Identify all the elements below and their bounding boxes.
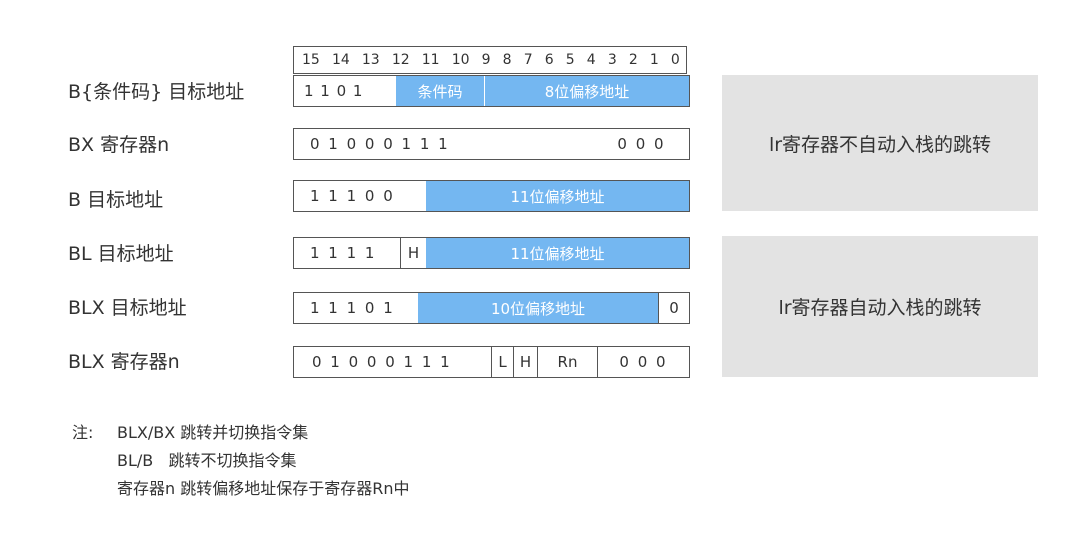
bit-number: 0 bbox=[670, 52, 680, 68]
bit-number: 9 bbox=[481, 52, 491, 68]
field-l-bit: L bbox=[491, 347, 513, 377]
encoding-bar-bx: 0 1 0 0 0 1 1 1 0 0 0 bbox=[293, 128, 690, 160]
encoding-bar-blx-register: 0 1 0 0 0 1 1 1 L H Rn 0 0 0 bbox=[293, 346, 690, 378]
bit-number-header: 15 14 13 12 11 10 9 8 7 6 5 4 3 2 1 0 bbox=[293, 46, 687, 74]
field-opcode: 1 1 1 0 0 bbox=[310, 187, 395, 205]
field-opcode: 0 1 0 0 0 1 1 1 bbox=[310, 135, 450, 153]
note-prefix: 注: bbox=[72, 423, 94, 442]
group-label: lr寄存器自动入栈的跳转 bbox=[778, 297, 982, 319]
field-zero-bits: 0 0 0 bbox=[617, 135, 666, 153]
field-rn: Rn bbox=[537, 347, 597, 377]
group-label: lr寄存器不自动入栈的跳转 bbox=[768, 133, 992, 156]
instruction-label-blx-register: BLX 寄存器n bbox=[68, 351, 180, 373]
field-offset-11: 11位偏移地址 bbox=[426, 181, 689, 211]
instruction-label-bx: BX 寄存器n bbox=[68, 134, 170, 156]
bit-number: 1 bbox=[649, 52, 659, 68]
field-opcode: 1 1 1 0 1 bbox=[310, 299, 395, 317]
bit-number: 10 bbox=[451, 52, 470, 68]
bit-number: 2 bbox=[628, 52, 638, 68]
encoding-bar-b-cond: 1 1 0 1 条件码 8位偏移地址 bbox=[293, 75, 690, 107]
field-offset-11: 11位偏移地址 bbox=[426, 238, 689, 268]
note-line: 寄存器n 跳转偏移地址保存于寄存器Rn中 bbox=[117, 479, 410, 498]
field-opcode: 1 1 1 1 bbox=[310, 244, 377, 262]
bit-number: 7 bbox=[523, 52, 533, 68]
bit-number: 4 bbox=[586, 52, 596, 68]
bit-number: 5 bbox=[565, 52, 575, 68]
note-line: BLX/BX 跳转并切换指令集 bbox=[117, 423, 309, 442]
bit-number: 6 bbox=[544, 52, 554, 68]
field-opcode: 1 1 0 1 bbox=[304, 82, 364, 100]
group-lr-push: lr寄存器自动入栈的跳转 bbox=[722, 236, 1038, 377]
field-zero-bits: 0 0 0 bbox=[597, 347, 689, 377]
field-zero-bit: 0 bbox=[658, 293, 689, 323]
bit-number: 8 bbox=[502, 52, 512, 68]
bit-number: 15 bbox=[302, 52, 320, 68]
instruction-label-b: B 目标地址 bbox=[68, 189, 164, 211]
field-opcode: 0 1 0 0 0 1 1 1 bbox=[312, 353, 452, 371]
field-condition-code: 条件码 bbox=[396, 76, 484, 106]
instruction-label-b-cond: B{条件码} 目标地址 bbox=[68, 81, 245, 103]
field-offset-8: 8位偏移地址 bbox=[484, 76, 689, 106]
bit-number: 12 bbox=[391, 52, 410, 68]
field-offset-10: 10位偏移地址 bbox=[418, 293, 658, 323]
group-no-lr-push: lr寄存器不自动入栈的跳转 bbox=[722, 75, 1038, 211]
field-h-bit: H bbox=[513, 347, 537, 377]
encoding-bar-bl: 1 1 1 1 H 11位偏移地址 bbox=[293, 237, 690, 269]
instruction-label-bl: BL 目标地址 bbox=[68, 243, 174, 265]
note-line: BL/B 跳转不切换指令集 bbox=[117, 451, 297, 470]
bit-number: 11 bbox=[421, 52, 440, 68]
bit-number: 13 bbox=[361, 52, 380, 68]
encoding-bar-b: 1 1 1 0 0 11位偏移地址 bbox=[293, 180, 690, 212]
field-h-bit: H bbox=[400, 238, 426, 268]
encoding-bar-blx-target: 1 1 1 0 1 10位偏移地址 0 bbox=[293, 292, 690, 324]
instruction-label-blx-target: BLX 目标地址 bbox=[68, 297, 187, 319]
bit-number: 14 bbox=[331, 52, 350, 68]
bit-number: 3 bbox=[607, 52, 617, 68]
